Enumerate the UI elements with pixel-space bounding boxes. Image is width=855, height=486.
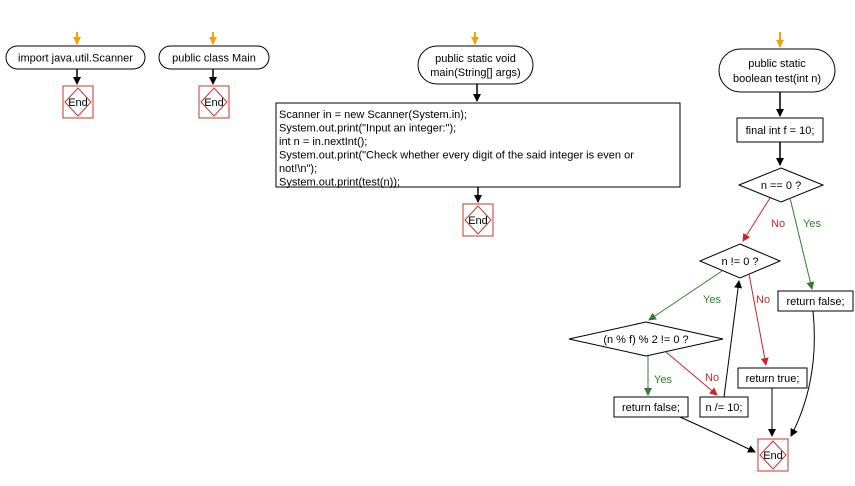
decision-zero-label: n == 0 ? <box>761 180 801 192</box>
flow-main: public static void main(String[] args) S… <box>275 32 681 237</box>
edge-loop-yes-label: Yes <box>703 294 721 306</box>
main-start-label-line1: public static void <box>435 53 516 65</box>
flow-test: public static boolean test(int n) final … <box>568 32 854 472</box>
main-code-block <box>275 102 681 188</box>
divide-label: n /= 10; <box>705 402 742 414</box>
return-false-label-b: return false; <box>786 296 844 308</box>
edge-loop-no <box>748 273 769 366</box>
main-code-line: System.out.print("Input an integer:"); <box>279 123 456 135</box>
import-start-label: import java.util.Scanner <box>18 53 133 65</box>
edge-zero-no <box>742 197 771 242</box>
class-end-node: End <box>198 85 230 119</box>
return-false-label-a: return false; <box>622 402 680 414</box>
edge-zero-yes-label: Yes <box>803 218 821 230</box>
main-code-line: Scanner in = new Scanner(System.in); <box>279 109 467 121</box>
edge-digit-no <box>665 351 718 396</box>
decision-zero <box>737 167 825 203</box>
test-start-label-line1: public static <box>748 58 806 70</box>
test-start-node <box>718 48 836 93</box>
return-false-box-a <box>613 396 689 418</box>
decision-digit <box>568 321 724 357</box>
flow-class: public class Main End <box>158 32 270 119</box>
main-start-label-line2: main(String[] args) <box>430 67 520 79</box>
main-code-line: int n = in.nextInt(); <box>279 136 367 148</box>
init-box <box>736 117 824 143</box>
init-label: final int f = 10; <box>746 125 815 137</box>
return-false-box-b <box>777 290 854 312</box>
decision-loop <box>698 243 782 279</box>
main-end-node: End <box>462 203 494 237</box>
import-end-label: End <box>68 97 88 109</box>
test-end-node: End <box>757 438 789 472</box>
test-start-label-line2: boolean test(int n) <box>733 73 821 85</box>
main-code-line: System.out.print("Check whether every di… <box>279 150 634 162</box>
edge-return-false-a-end <box>679 416 756 453</box>
test-end-label: End <box>763 450 783 462</box>
decision-loop-label: n != 0 ? <box>721 256 758 268</box>
class-start-label: public class Main <box>172 53 256 65</box>
edge-zero-no-label: No <box>771 218 785 230</box>
edge-digit-yes-label: Yes <box>654 374 672 386</box>
edge-zero-yes <box>789 197 815 290</box>
class-start-node <box>158 45 270 70</box>
import-start-node <box>5 45 146 70</box>
main-code-line: System.out.print(test(n)); <box>279 177 400 189</box>
return-true-label: return true; <box>746 373 800 385</box>
main-start-node <box>417 45 534 85</box>
main-code-line: not!\n"); <box>279 163 317 175</box>
flow-import: import java.util.Scanner End <box>5 32 146 119</box>
main-code-lines: Scanner in = new Scanner(System.in); Syst… <box>279 109 634 189</box>
edge-digit-no-label: No <box>705 372 719 384</box>
decision-digit-label: (n % f) % 2 != 0 ? <box>603 334 688 346</box>
class-end-label: End <box>204 97 224 109</box>
main-end-label: End <box>468 215 488 227</box>
edge-loop-no-label: No <box>756 294 770 306</box>
edge-loop-yes <box>648 270 723 321</box>
edge-loop-back <box>723 280 743 398</box>
edge-return-false-b-end <box>790 310 815 437</box>
import-end-node: End <box>62 85 94 119</box>
